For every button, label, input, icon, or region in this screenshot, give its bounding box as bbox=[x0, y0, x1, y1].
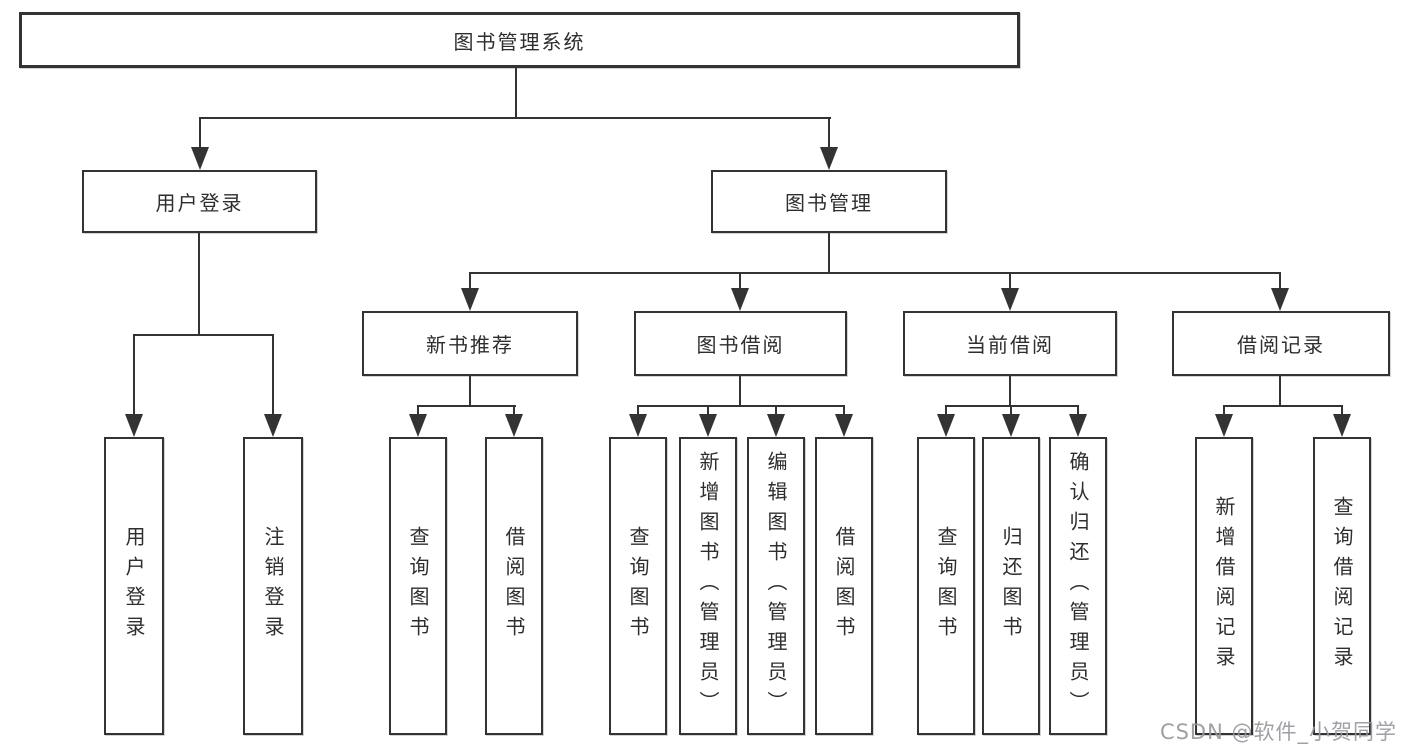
leaf-borrow-edit-admin-label: 编辑图书（管理员） bbox=[764, 451, 788, 721]
connector-bookmgmt-branch bbox=[469, 272, 1281, 274]
connector-drop-user-login bbox=[199, 117, 201, 149]
connector-bookborrow-branch bbox=[637, 405, 845, 407]
arrowhead-bb-leaf1 bbox=[629, 414, 647, 437]
connector-userlogin-branch bbox=[133, 334, 274, 336]
leaf-newbook-query: 查询图书 bbox=[389, 437, 447, 735]
node-current-borrow-label: 当前借阅 bbox=[966, 333, 1054, 357]
arrowhead-login-leaf bbox=[125, 414, 143, 437]
leaf-record-add: 新增借阅记录 bbox=[1195, 437, 1253, 735]
connector-root-branch bbox=[199, 117, 831, 119]
arrowhead-logout-leaf bbox=[264, 414, 282, 437]
connector-drop-cb-leaf3 bbox=[1077, 405, 1079, 417]
node-new-book-recommend: 新书推荐 bbox=[362, 311, 578, 376]
arrowhead-book-mgmt bbox=[820, 147, 838, 170]
leaf-current-query: 查询图书 bbox=[917, 437, 975, 735]
leaf-current-return-label: 归还图书 bbox=[999, 526, 1023, 646]
leaf-current-query-label: 查询图书 bbox=[934, 526, 958, 646]
leaf-logout: 注销登录 bbox=[243, 437, 303, 735]
connector-borrowrecord-stem bbox=[1279, 376, 1281, 407]
connector-currentborrow-stem bbox=[1009, 376, 1011, 407]
leaf-current-confirm-admin-label: 确认归还（管理员） bbox=[1066, 451, 1090, 721]
connector-drop-cb-leaf1 bbox=[945, 405, 947, 417]
leaf-current-confirm-admin: 确认归还（管理员） bbox=[1049, 437, 1107, 735]
node-book-borrow: 图书借阅 bbox=[634, 311, 847, 376]
node-root-system: 图书管理系统 bbox=[19, 12, 1020, 68]
connector-currentborrow-branch bbox=[945, 405, 1079, 407]
leaf-newbook-borrow: 借阅图书 bbox=[485, 437, 543, 735]
leaf-user-login: 用户登录 bbox=[104, 437, 164, 735]
node-book-management-label: 图书管理 bbox=[785, 191, 873, 215]
arrowhead-borrowrecord bbox=[1271, 288, 1289, 311]
arrowhead-bookborrow bbox=[731, 288, 749, 311]
connector-drop-bb-leaf4 bbox=[843, 405, 845, 417]
node-user-login-label: 用户登录 bbox=[155, 191, 244, 215]
leaf-newbook-query-label: 查询图书 bbox=[406, 526, 430, 646]
arrowhead-bb-leaf3 bbox=[767, 414, 785, 437]
leaf-borrow-query: 查询图书 bbox=[609, 437, 667, 735]
leaf-borrow-add-admin: 新增图书（管理员） bbox=[679, 437, 737, 735]
connector-drop-currentborrow bbox=[1009, 272, 1011, 290]
leaf-borrow-query-label: 查询图书 bbox=[626, 526, 650, 646]
arrowhead-bb-leaf2 bbox=[699, 414, 717, 437]
connector-drop-borrowrecord bbox=[1279, 272, 1281, 290]
node-borrow-record-label: 借阅记录 bbox=[1237, 333, 1325, 357]
leaf-logout-label: 注销登录 bbox=[261, 526, 285, 646]
node-user-login: 用户登录 bbox=[82, 170, 317, 233]
connector-bookmgmt-stem bbox=[828, 233, 830, 274]
connector-drop-book-mgmt bbox=[828, 117, 830, 149]
leaf-newbook-borrow-label: 借阅图书 bbox=[502, 526, 526, 646]
arrowhead-cb-leaf1 bbox=[937, 414, 955, 437]
connector-borrowrecord-branch bbox=[1223, 405, 1343, 407]
leaf-borrow-book: 借阅图书 bbox=[815, 437, 873, 735]
connector-drop-cb-leaf2 bbox=[1010, 405, 1012, 417]
arrowhead-bb-leaf4 bbox=[835, 414, 853, 437]
connector-drop-newbook bbox=[469, 272, 471, 290]
leaf-record-query-label: 查询借阅记录 bbox=[1330, 496, 1354, 676]
leaf-user-login-label: 用户登录 bbox=[122, 526, 146, 646]
node-borrow-record: 借阅记录 bbox=[1172, 311, 1390, 376]
node-root-label: 图书管理系统 bbox=[453, 29, 586, 54]
arrowhead-cb-leaf2 bbox=[1002, 414, 1020, 437]
connector-drop-bb-leaf1 bbox=[637, 405, 639, 417]
arrowhead-br-leaf1 bbox=[1215, 414, 1233, 437]
arrowhead-newbook-leaf1 bbox=[409, 414, 427, 437]
node-current-borrow: 当前借阅 bbox=[903, 311, 1117, 376]
connector-bookborrow-stem bbox=[739, 376, 741, 407]
connector-drop-newbook-leaf1 bbox=[417, 405, 419, 417]
arrowhead-br-leaf2 bbox=[1333, 414, 1351, 437]
arrowhead-newbook-leaf2 bbox=[505, 414, 523, 437]
connector-drop-bb-leaf2 bbox=[707, 405, 709, 417]
connector-userlogin-stem bbox=[198, 233, 200, 335]
connector-newbook-stem bbox=[469, 376, 471, 407]
arrowhead-cb-leaf3 bbox=[1069, 414, 1087, 437]
connector-drop-br-leaf2 bbox=[1341, 405, 1343, 417]
leaf-record-query: 查询借阅记录 bbox=[1313, 437, 1371, 735]
leaf-borrow-book-label: 借阅图书 bbox=[832, 526, 856, 646]
arrowhead-currentborrow bbox=[1001, 288, 1019, 311]
node-book-borrow-label: 图书借阅 bbox=[696, 333, 785, 357]
connector-drop-login-leaf bbox=[133, 334, 135, 416]
node-book-management: 图书管理 bbox=[711, 170, 947, 233]
connector-drop-br-leaf1 bbox=[1223, 405, 1225, 417]
connector-drop-logout-leaf bbox=[272, 334, 274, 416]
leaf-current-return: 归还图书 bbox=[982, 437, 1040, 735]
csdn-watermark: CSDN @软件_小贺同学 bbox=[1159, 720, 1397, 744]
arrowhead-newbook bbox=[461, 288, 479, 311]
connector-newbook-branch bbox=[417, 405, 516, 407]
connector-drop-newbook-leaf2 bbox=[513, 405, 515, 417]
leaf-borrow-add-admin-label: 新增图书（管理员） bbox=[696, 451, 720, 721]
arrowhead-user-login bbox=[191, 147, 209, 170]
connector-root-stem bbox=[515, 68, 517, 118]
connector-drop-bb-leaf3 bbox=[775, 405, 777, 417]
connector-drop-bookborrow bbox=[739, 272, 741, 290]
leaf-borrow-edit-admin: 编辑图书（管理员） bbox=[747, 437, 805, 735]
leaf-record-add-label: 新增借阅记录 bbox=[1212, 496, 1236, 676]
node-new-book-recommend-label: 新书推荐 bbox=[426, 333, 514, 357]
